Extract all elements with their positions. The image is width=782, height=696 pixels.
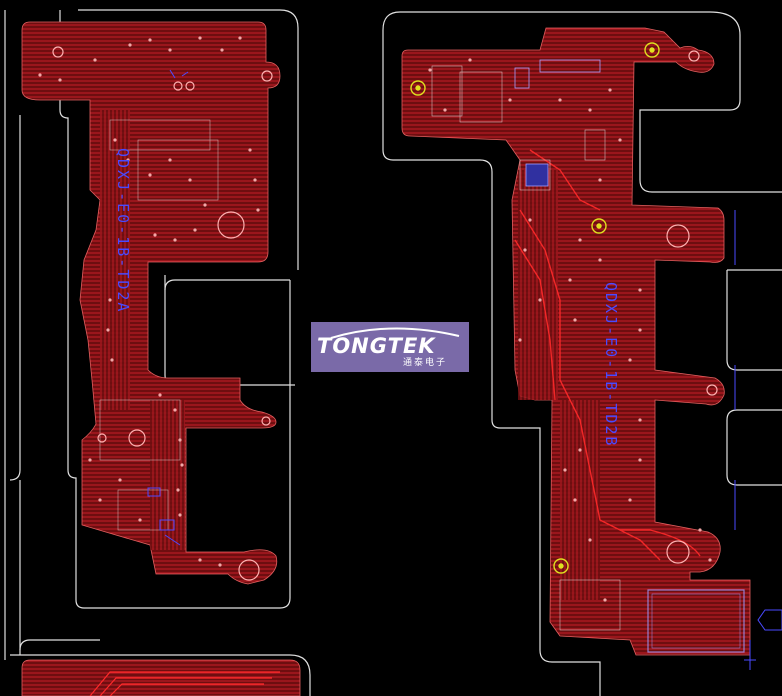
left-pcb: QDXJ-E0-1B-TD2A (21, 21, 281, 585)
left-pcb-vertical-trace-band (100, 110, 130, 410)
logo-subtitle-text: 通泰电子 (403, 358, 448, 368)
right-pcb-silkscreen-label: QDXJ-E0-1B-TD2B (602, 282, 620, 447)
left-pcb-component-outlines (99, 119, 219, 531)
right-pcb-edge-markers (734, 210, 782, 670)
right-pcb-lower-trace-band (560, 400, 600, 600)
right-pcb-body (401, 27, 751, 656)
left-pcb-silkscreen-label: QDXJ-E0-1B-TD2A (114, 148, 132, 313)
bottom-pcb-partial (21, 659, 301, 696)
left-pcb-vias (38, 36, 260, 567)
right-pcb: QDXJ-E0-1B-TD2B (401, 27, 782, 670)
right-pcb-fiducials (410, 42, 660, 574)
right-pcb-mounting-holes (666, 50, 718, 564)
left-pcb-silk-marks (147, 69, 189, 546)
left-pcb-body (21, 21, 281, 585)
right-pcb-vias (428, 58, 712, 602)
left-pcb-mounting-holes (52, 46, 273, 581)
board-outline-frame (4, 9, 782, 696)
logo-brand-text: TONGTEK (317, 334, 436, 358)
logo-arc-swoosh (330, 327, 460, 339)
tongtek-logo: TONGTEK 通泰电子 (311, 322, 469, 372)
left-pcb-lower-trace-band (150, 400, 185, 550)
right-pcb-chip (514, 59, 601, 187)
right-pcb-component-outlines (431, 65, 745, 653)
